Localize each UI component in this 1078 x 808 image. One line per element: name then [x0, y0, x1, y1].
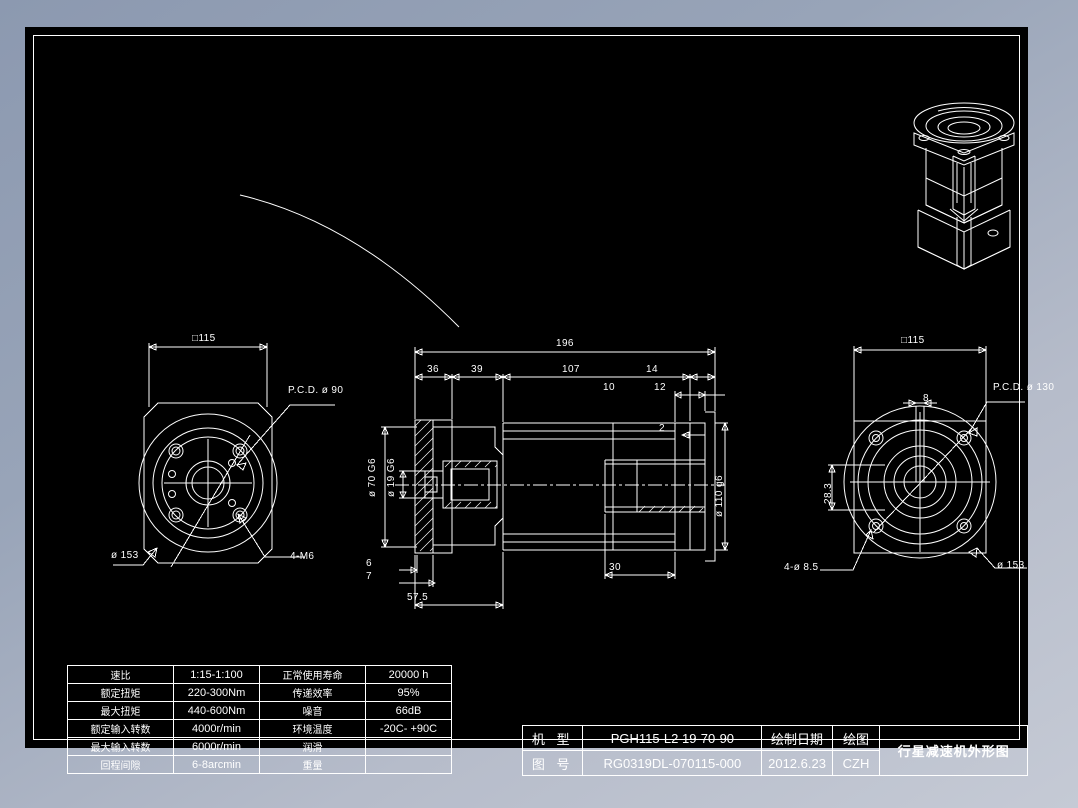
left-view-square-dim: □115 [192, 333, 216, 344]
section-dim-36: 36 [427, 364, 439, 375]
drawing-no-label: 图 号 [521, 750, 584, 776]
title-block: 机 型 PGH115-L2 19-70-90 绘制日期 绘图 行星减速机外形图 … [521, 725, 1028, 776]
section-total-length-dim: 196 [556, 338, 574, 349]
spec-value-1: 4000r/min [173, 719, 260, 738]
spec-value-2 [365, 737, 452, 756]
table-row: 额定扭矩 220-300Nm 传递效率 95% [67, 683, 452, 702]
drawing-title: 行星减速机外形图 [879, 725, 1028, 776]
right-view-key-width-dim: 8 [923, 393, 929, 404]
isometric-gearbox-body [913, 102, 1015, 270]
table-row: 最大扭矩 440-600Nm 噪音 66dB [67, 701, 452, 720]
left-view-outer-dia-dim: ø 153 [111, 550, 139, 561]
spec-param-2: 传递效率 [259, 683, 366, 702]
spec-value-2: 66dB [365, 701, 452, 720]
right-view-square-dim: □115 [901, 335, 925, 346]
table-row: 额定输入转数 4000r/min 环境温度 -20C- +90C [67, 719, 452, 738]
title-block-row-model: 机 型 PGH115-L2 19-70-90 绘制日期 绘图 行星减速机外形图 [521, 725, 1028, 776]
right-view-key-depth-dim: 28.3 [823, 482, 834, 504]
model-label: 机 型 [521, 725, 584, 751]
isometric-3d-view [113, 102, 1027, 609]
spec-param-2: 润滑 [259, 737, 366, 756]
left-view-bolt-callout: 4-M6 [290, 551, 315, 562]
spec-value-1: 220-300Nm [173, 683, 260, 702]
specification-table: 速比 1:15-1:100 正常使用寿命 20000 h 额定扭矩 220-30… [67, 665, 452, 774]
left-view-geometry [113, 343, 335, 568]
spec-value-2: -20C- +90C [365, 719, 452, 738]
drawing-sheet: □115 P.C.D. ø 90 4-M6 ø 153 196 36 39 10… [25, 27, 1054, 776]
spec-value-1: 1:15-1:100 [173, 665, 260, 684]
spec-param-1: 速比 [67, 665, 174, 684]
spec-param-1: 最大扭矩 [67, 701, 174, 720]
section-view-geometry [381, 347, 729, 609]
section-dim-12: 12 [654, 382, 666, 393]
drawing-no-value: RG0319DL-070115-000 [582, 750, 763, 776]
spec-value-2: 95% [365, 683, 452, 702]
section-dim-14: 14 [646, 364, 658, 375]
spec-value-2: 20000 h [365, 665, 452, 684]
right-view-hole-callout: 4-ø 8.5 [784, 562, 819, 573]
spec-param-1: 额定扭矩 [67, 683, 174, 702]
section-bore-19-dim: ø 19 G6 [386, 458, 397, 497]
spec-param-1: 回程间隙 [67, 755, 174, 774]
section-dim-6: 6 [366, 558, 372, 569]
section-dim-7: 7 [366, 571, 372, 582]
spec-param-2: 环境温度 [259, 719, 366, 738]
section-bore-70-dim: ø 70 G6 [367, 458, 378, 497]
spec-param-2: 正常使用寿命 [259, 665, 366, 684]
spec-value-1: 6000r/min [173, 737, 260, 756]
spec-value-1: 440-600Nm [173, 701, 260, 720]
date-label: 绘制日期 [761, 725, 833, 751]
spec-param-1: 额定输入转数 [67, 719, 174, 738]
spec-param-1: 最大输入转数 [67, 737, 174, 756]
date-value: 2012.6.23 [761, 750, 833, 776]
table-row: 速比 1:15-1:100 正常使用寿命 20000 h [67, 665, 452, 684]
section-dim-107: 107 [562, 364, 580, 375]
right-view-outer-dia-dim: ø 153 [997, 560, 1025, 571]
spec-value-1: 6-8arcmin [173, 755, 260, 774]
section-pilot-110-dim: ø 110 g6 [714, 475, 725, 517]
section-dim-2: 2 [659, 423, 665, 434]
model-value: PGH115-L2 19-70-90 [582, 725, 763, 751]
section-dim-57-5: 57.5 [407, 592, 429, 603]
title-block-row-number: 图 号 RG0319DL-070115-000 2012.6.23 CZH [521, 750, 1028, 776]
drawn-by-value: CZH [831, 750, 881, 776]
section-dim-10: 10 [603, 382, 615, 393]
section-dim-30: 30 [609, 562, 621, 573]
section-dim-39: 39 [471, 364, 483, 375]
spec-param-2: 噪音 [259, 701, 366, 720]
table-row: 回程间隙 6-8arcmin 重量 [67, 755, 452, 774]
stray-arc-geometry [239, 194, 460, 328]
drawn-by-label: 绘图 [831, 725, 881, 751]
spec-value-2 [365, 755, 452, 774]
table-row: 最大输入转数 6000r/min 润滑 [67, 737, 452, 756]
right-view-pcd-dim: P.C.D. ø 130 [993, 382, 1055, 393]
left-view-pcd-dim: P.C.D. ø 90 [288, 385, 344, 396]
spec-param-2: 重量 [259, 755, 366, 774]
right-view-geometry [820, 346, 1027, 571]
